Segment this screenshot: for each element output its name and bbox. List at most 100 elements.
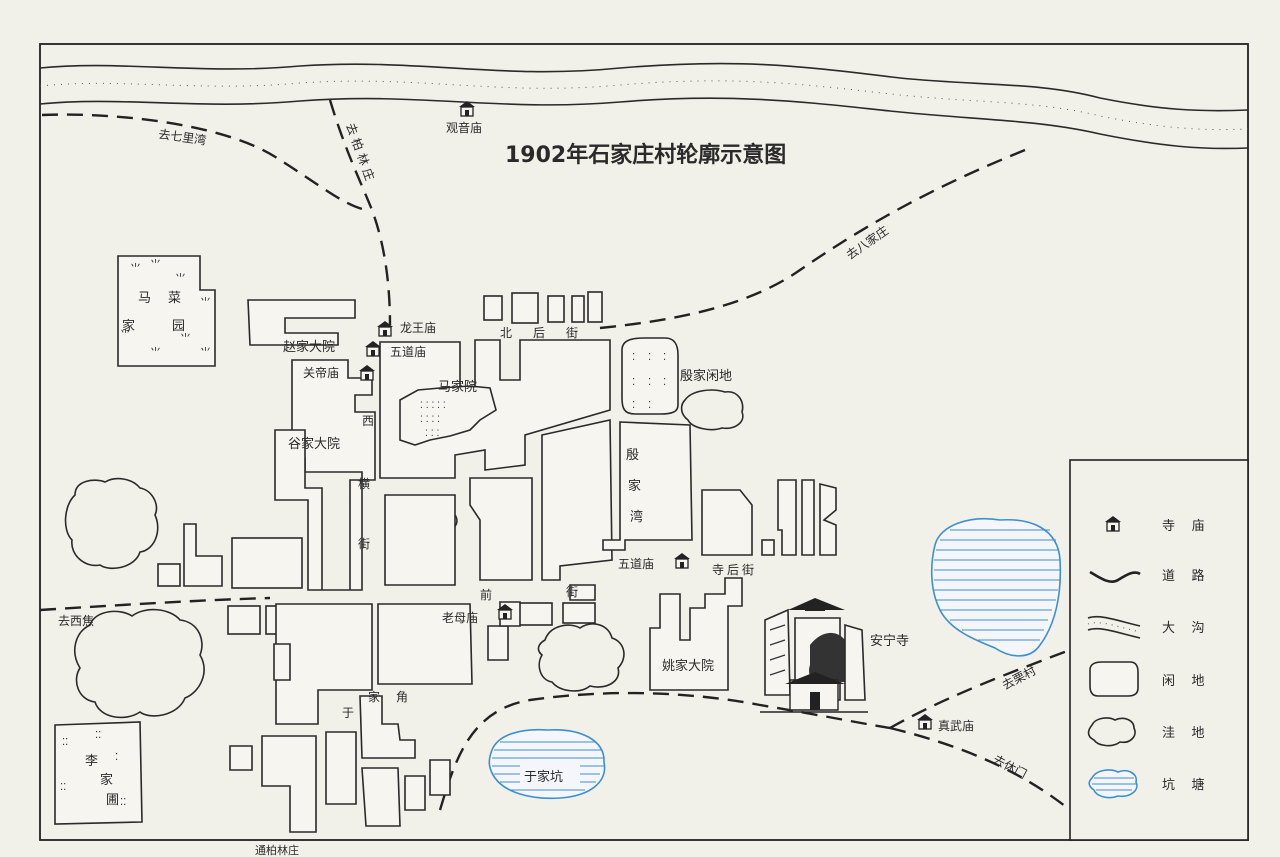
big-ditch bbox=[39, 62, 1249, 150]
svg-text:⁚: ⁚ bbox=[648, 377, 651, 388]
macai-label-3: 家 bbox=[122, 318, 135, 334]
road-bajiazhuang bbox=[599, 146, 1031, 330]
legend-label-depression: 洼 地 bbox=[1162, 726, 1205, 741]
temple-label-guanyin: 观音庙 bbox=[446, 120, 482, 135]
road-label-xijiao: 去西焦 bbox=[58, 614, 94, 628]
road-label-bolinzhuang-south: 通柏林庄 bbox=[255, 843, 299, 857]
svg-text:⁚ ⁚ ⁚ ⁚: ⁚ ⁚ ⁚ ⁚ bbox=[420, 415, 440, 425]
east-pond bbox=[930, 517, 1062, 657]
place-label-yin-jiawan-2: 家 bbox=[628, 478, 641, 494]
temple-icon-guandi bbox=[358, 364, 376, 381]
li-label-1: 李 bbox=[85, 754, 98, 769]
depression-icon bbox=[1087, 717, 1136, 747]
map-title: 1902年石家庄村轮廓示意图 bbox=[505, 142, 786, 168]
road-icon bbox=[1089, 570, 1141, 583]
street-label-xiheng-3: 街 bbox=[358, 537, 370, 551]
map-frame bbox=[39, 43, 1249, 841]
svg-text:⁚: ⁚ bbox=[115, 752, 118, 763]
svg-text:⁚: ⁚ bbox=[632, 377, 635, 388]
svg-text:⺌: ⺌ bbox=[175, 272, 186, 285]
svg-text:⁚: ⁚ bbox=[648, 400, 651, 411]
svg-text:⁚⁚: ⁚⁚ bbox=[120, 797, 126, 808]
street-label-beihou-2: 后 bbox=[533, 326, 545, 340]
svg-text:⺌: ⺌ bbox=[180, 332, 191, 345]
svg-text:⁚⁚: ⁚⁚ bbox=[95, 730, 101, 741]
macai-label-4: 园 bbox=[172, 319, 185, 334]
street-label-yujiajiao-1: 于 bbox=[342, 706, 354, 720]
temple-icon-wudao-south bbox=[673, 552, 691, 569]
temple-label-laomu: 老母庙 bbox=[442, 611, 478, 625]
legend-label-pond: 坑 塘 bbox=[1162, 777, 1205, 793]
legend-label-ditch: 大 沟 bbox=[1162, 621, 1205, 636]
temple-icon-wudao-north bbox=[364, 340, 382, 357]
street-label-qian-2: 街 bbox=[566, 585, 578, 599]
vacant-land-icon bbox=[1089, 661, 1139, 697]
svg-text:⺌: ⺌ bbox=[130, 262, 141, 275]
road-label-bajiazhuang: 去八家庄 bbox=[843, 223, 891, 263]
road-xiumen bbox=[889, 726, 1071, 811]
road-lizicun bbox=[889, 648, 1071, 730]
svg-text:⁚: ⁚ bbox=[632, 400, 635, 411]
svg-text:⁚ ⁚ ⁚: ⁚ ⁚ ⁚ bbox=[425, 429, 439, 439]
road-south-east bbox=[438, 691, 891, 811]
legend-label-vacant: 闲 地 bbox=[1162, 674, 1205, 689]
temple-label-anning: 安宁寺 bbox=[870, 633, 909, 649]
temple-icon-zhenwu bbox=[916, 713, 934, 730]
temple-label-longwang: 龙王庙 bbox=[400, 321, 436, 335]
svg-text:⁚: ⁚ bbox=[632, 352, 635, 363]
place-label-ma-jiayuan: 马家院 bbox=[438, 379, 477, 395]
svg-text:⺌: ⺌ bbox=[150, 346, 161, 359]
temple-label-wudao-north: 五道庙 bbox=[390, 345, 426, 359]
place-label-yin-jiawan-3: 湾 bbox=[630, 509, 643, 525]
street-label-yujiajiao-2: 家 bbox=[368, 689, 380, 704]
svg-text:⺌: ⺌ bbox=[150, 258, 161, 271]
street-label-yujiajiao-3: 角 bbox=[396, 690, 408, 704]
svg-text:⁚: ⁚ bbox=[648, 352, 651, 363]
macai-garden: ⺌⺌⺌ ⺌⺌⺌ ⺌⺌ 马 菜 家 园 bbox=[117, 255, 216, 367]
street-label-xiheng-2: 横 bbox=[358, 477, 370, 491]
yujia-pond: 于家坑 bbox=[488, 728, 606, 800]
street-label-beihou-1: 北 bbox=[500, 326, 512, 340]
temple-label-wudao-south: 五道庙 bbox=[618, 557, 654, 571]
svg-text:⁚: ⁚ bbox=[663, 352, 666, 363]
temple-label-zhenwu: 真武庙 bbox=[938, 719, 974, 733]
street-label-beihou-3: 街 bbox=[566, 326, 578, 340]
temple-label-guandi: 关帝庙 bbox=[303, 365, 339, 380]
roads bbox=[39, 99, 1071, 811]
svg-text:⁚ ⁚ ⁚ ⁚ ⁚: ⁚ ⁚ ⁚ ⁚ ⁚ bbox=[420, 401, 446, 411]
macai-label-2: 菜 bbox=[168, 291, 181, 306]
macai-label-1: 马 bbox=[138, 291, 151, 306]
svg-text:⺌: ⺌ bbox=[120, 328, 131, 341]
building-blocks: ⁚ ⁚ ⁚ ⁚ ⁚ ⁚ ⁚ ⁚ ⁚ ⁚ ⁚ ⁚ bbox=[157, 291, 837, 833]
road-qiliwan bbox=[41, 113, 371, 212]
place-label-yao-dayuan: 姚家大院 bbox=[662, 658, 714, 674]
place-label-gu-dayuan: 谷家大院 bbox=[288, 436, 340, 452]
legend-label-road: 道 路 bbox=[1162, 568, 1205, 584]
li-label-2: 家 bbox=[100, 772, 113, 788]
yujia-pond-label: 于家坑 bbox=[524, 769, 563, 785]
legend: 寺 庙 道 路 大 沟 闲 地 洼 地 坑 塘 bbox=[1069, 459, 1249, 841]
svg-text:⁚⁚: ⁚⁚ bbox=[60, 782, 66, 793]
ditch-icon bbox=[1087, 615, 1141, 639]
anning-temple-drawing bbox=[760, 598, 868, 713]
road-xijiao bbox=[39, 596, 271, 612]
yin-vacant-label: 殷家闲地 bbox=[680, 368, 732, 384]
li-label-3: 圃 bbox=[106, 793, 119, 808]
street-label-qian-1: 前 bbox=[480, 587, 492, 602]
svg-text:⺌: ⺌ bbox=[200, 346, 211, 359]
road-label-qiliwan: 去七里湾 bbox=[158, 126, 208, 148]
svg-text:⺌: ⺌ bbox=[200, 296, 211, 309]
svg-text:⁚: ⁚ bbox=[663, 377, 666, 388]
street-label-sihou: 寺后街 bbox=[712, 563, 757, 577]
legend-label-temple: 寺 庙 bbox=[1162, 519, 1205, 534]
svg-text:⁚⁚: ⁚⁚ bbox=[62, 737, 68, 748]
road-label-xiumen: 去休门 bbox=[991, 751, 1030, 781]
place-label-zhao-dayuan: 赵家大院 bbox=[283, 339, 335, 355]
road-label-lizicun: 去栗村 bbox=[1000, 663, 1038, 692]
place-label-yin-jiawan-1: 殷 bbox=[626, 448, 639, 463]
pond-icon bbox=[1088, 769, 1138, 799]
yin-vacant-land: ⁚ ⁚ ⁚ ⁚ ⁚ ⁚ ⁚ ⁚ 殷家闲地 bbox=[621, 337, 732, 415]
street-label-xiheng-1: 西 bbox=[362, 414, 374, 428]
li-garden: ⁚⁚⁚⁚⁚ ⁚⁚⁚⁚ 李 家 圃 bbox=[54, 721, 143, 825]
